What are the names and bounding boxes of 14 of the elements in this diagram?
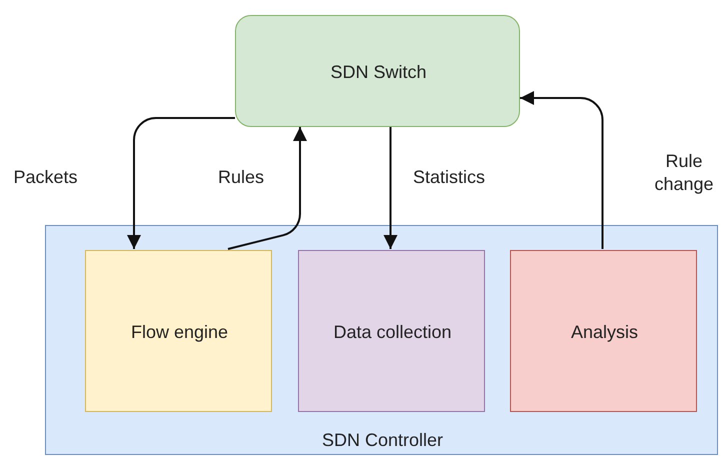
arrow: [520, 91, 604, 249]
container-box: [45, 225, 718, 455]
node-label: SDN Switch: [329, 60, 428, 84]
node-label: SDN Controller: [320, 428, 444, 452]
node-label: Analysis: [570, 320, 640, 344]
process-box: [235, 15, 520, 127]
node-label: Flow engine: [130, 320, 230, 344]
arrow: [127, 117, 235, 249]
process-box: [298, 250, 485, 412]
node-label: Data collection: [332, 320, 453, 344]
process-box: [85, 250, 272, 412]
arrow: [384, 127, 398, 249]
arrow: [228, 127, 307, 250]
process-box: [510, 250, 697, 412]
